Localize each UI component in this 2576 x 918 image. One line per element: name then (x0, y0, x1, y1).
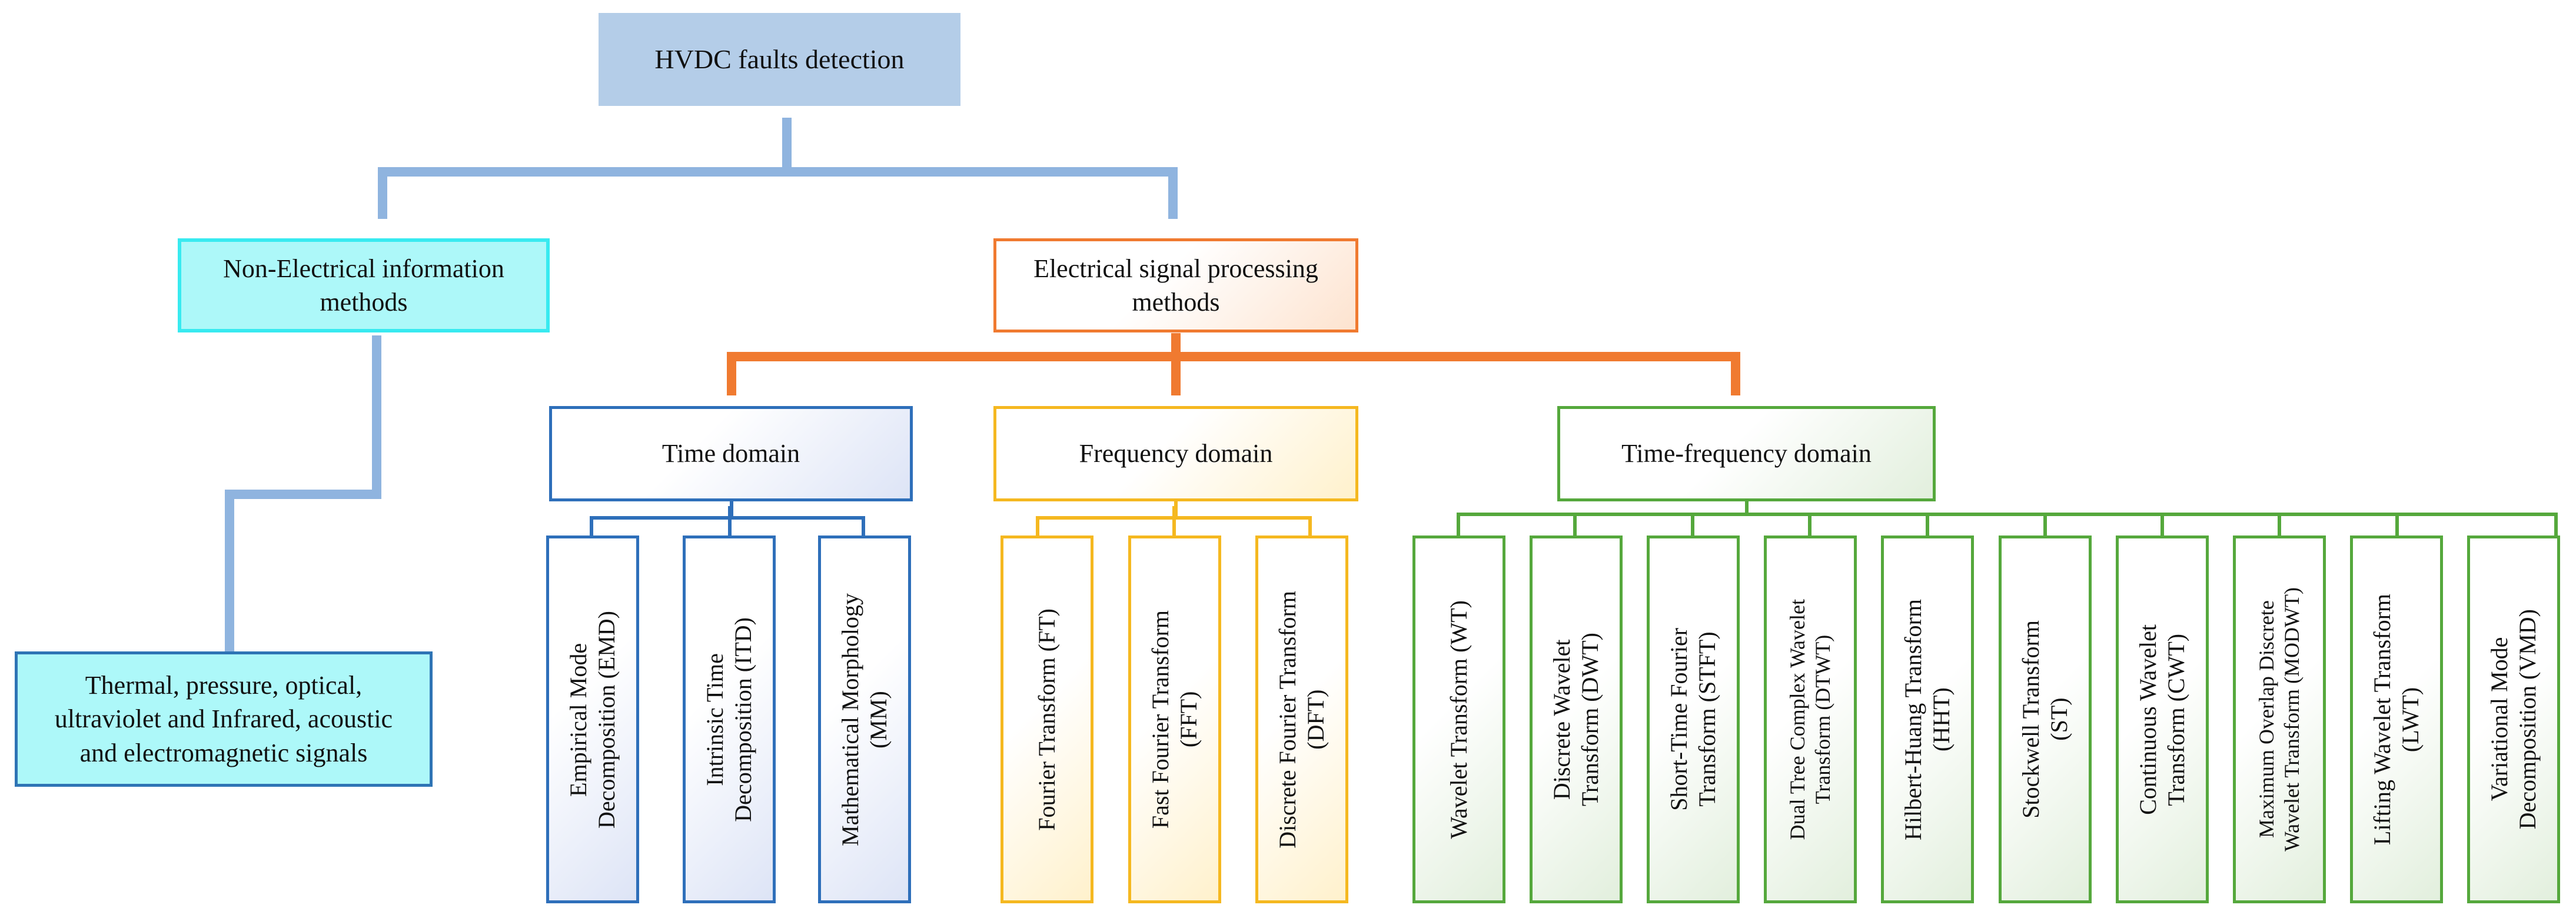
leaf-stft-line1: Short-Time Fourier (1666, 628, 1692, 811)
signals-line1: Thermal, pressure, optical, (85, 671, 363, 700)
leaf-st: Stockwell Transform(ST) (1999, 536, 2092, 903)
time-frequency-domain-label: Time-frequency domain (1621, 439, 1872, 468)
leaf-itd-line2: Decomposition (ITD) (730, 617, 756, 822)
leaf-hht: Hilbert-Huang Transform(HHT) (1881, 536, 1974, 903)
signals-node: Thermal, pressure, optical, ultraviolet … (15, 651, 433, 787)
time-domain-node: Time domain (549, 406, 913, 501)
electrical-line2: methods (1132, 288, 1220, 317)
leaf-fft-line2: (FFT) (1175, 691, 1202, 748)
leaf-dtwt-line2: Transform (DTWT) (1811, 634, 1834, 804)
leaf-hht-line1: Hilbert-Huang Transform (1900, 598, 1926, 840)
leaf-mm-line2: (MM) (865, 690, 892, 749)
leaf-dwt-line2: Transform (DWT) (1577, 632, 1603, 807)
electrical-connectors (727, 333, 1740, 395)
leaf-stft-line2: Transform (STFT) (1694, 631, 1720, 807)
leaf-emd-line2: Decomposition (EMD) (593, 610, 620, 829)
leaf-mm: Mathematical Morphology(MM) (818, 536, 911, 903)
leaf-fft: Fast Fourier Transform(FFT) (1128, 536, 1221, 903)
leaf-dft-line2: (DFT) (1302, 689, 1329, 750)
root-connectors (225, 118, 1178, 653)
signals-line3: and electromagnetic signals (79, 738, 368, 767)
leaf-fft-line1: Fast Fourier Transform (1147, 610, 1174, 829)
leaf-dft-line1: Discrete Fourier Transform (1274, 590, 1301, 849)
time-domain-connectors (590, 501, 865, 537)
time-frequency-domain-node: Time-frequency domain (1557, 406, 1936, 501)
root-label: HVDC faults detection (654, 44, 905, 75)
leaf-lwt-line1: Lifting Wavelet Transform (2369, 593, 2395, 846)
leaf-modwt-line2: Wavelet Transform (MODWT) (2280, 587, 2304, 852)
electrical-line1: Electrical signal processing (1033, 254, 1318, 283)
leaf-lwt-line2: (LWT) (2397, 687, 2424, 752)
leaf-ft: Fourier Transform (FT) (1001, 536, 1093, 903)
leaf-wt-line1: Wavelet Transform (WT) (1445, 600, 1472, 839)
leaf-lwt: Lifting Wavelet Transform(LWT) (2350, 536, 2443, 903)
leaf-wt: Wavelet Transform (WT) (1412, 536, 1505, 903)
leaf-dtwt-line1: Dual Tree Complex Wavelet (1785, 598, 1809, 840)
leaf-hht-line2: (HHT) (1928, 687, 1955, 751)
non-electrical-line1: Non-Electrical information (223, 254, 504, 283)
leaf-st-line2: (ST) (2046, 697, 2072, 741)
leaf-ft-line1: Fourier Transform (FT) (1033, 608, 1060, 831)
time-domain-label: Time domain (662, 439, 800, 468)
leaf-st-line1: Stockwell Transform (2017, 620, 2044, 819)
leaf-vmd-line2: Decomposition (VMD) (2514, 609, 2541, 830)
leaf-mm-line1: Mathematical Morphology (837, 593, 863, 846)
frequency-domain-label: Frequency domain (1079, 439, 1273, 468)
leaf-modwt-line1: Maximum Overlap Discrete (2254, 600, 2278, 839)
frequency-domain-node: Frequency domain (993, 406, 1358, 501)
root-node: HVDC faults detection (599, 13, 960, 106)
leaf-itd-line1: Intrinsic Time (702, 653, 728, 786)
time-frequency-domain-connectors (1457, 501, 2558, 538)
leaf-dft: Discrete Fourier Transform(DFT) (1255, 536, 1348, 903)
leaf-dwt-line1: Discrete Wavelet (1548, 639, 1575, 800)
non-electrical-line2: methods (320, 288, 408, 317)
leaf-cwt-line2: Transform (CWT) (2163, 633, 2189, 806)
leaf-emd-line1: Empirical Mode (565, 642, 591, 797)
frequency-domain-connectors (1036, 501, 1312, 537)
electrical-node: Electrical signal processing methods (993, 238, 1358, 332)
signals-line2: ultraviolet and Infrared, acoustic (54, 704, 393, 734)
leaf-cwt-line1: Continuous Wavelet (2135, 624, 2161, 815)
non-electrical-node: Non-Electrical information methods (178, 238, 550, 332)
leaf-vmd-line1: Variational Mode (2486, 637, 2512, 801)
